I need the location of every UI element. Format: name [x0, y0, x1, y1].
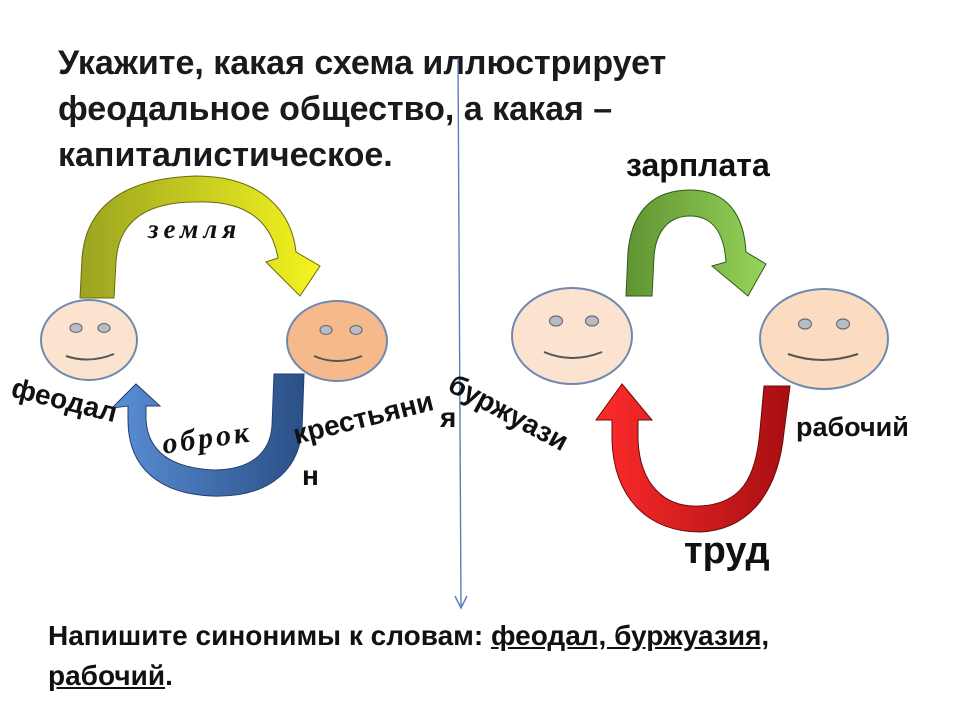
task-text: Напишите синонимы к словам: феодал, бурж… [48, 616, 928, 696]
task-words-line1: феодал, буржуазия, [490, 620, 770, 651]
title-line-2: феодальное общество, а какая – [58, 90, 613, 128]
title-line-3: капиталистическое. [58, 136, 393, 174]
label-peasants-tail: н [302, 460, 319, 491]
task-words-line2: рабочий [48, 660, 166, 691]
lord-face [40, 299, 138, 381]
worker-face [759, 288, 889, 390]
peasant-face [286, 300, 388, 382]
label-land: земля [148, 214, 242, 244]
label-labor: труд [684, 530, 770, 572]
label-salary: зарплата [626, 147, 770, 183]
vertical-divider [454, 57, 468, 610]
quitrent-arrow [110, 373, 305, 497]
land-arrow [79, 175, 321, 299]
salary-arrow [625, 189, 767, 297]
task-suffix: . [165, 660, 173, 691]
bourgeois-face [511, 287, 633, 385]
label-peasants-end: я [440, 402, 457, 433]
slide-title: Укажите, какая схема иллюстрирует феодал… [58, 40, 758, 178]
task-prefix: Напишите синонимы к словам: [48, 620, 484, 651]
title-line-1: Укажите, какая схема иллюстрирует [58, 44, 667, 82]
label-worker: рабочий [796, 412, 909, 442]
labor-arrow [595, 383, 791, 533]
